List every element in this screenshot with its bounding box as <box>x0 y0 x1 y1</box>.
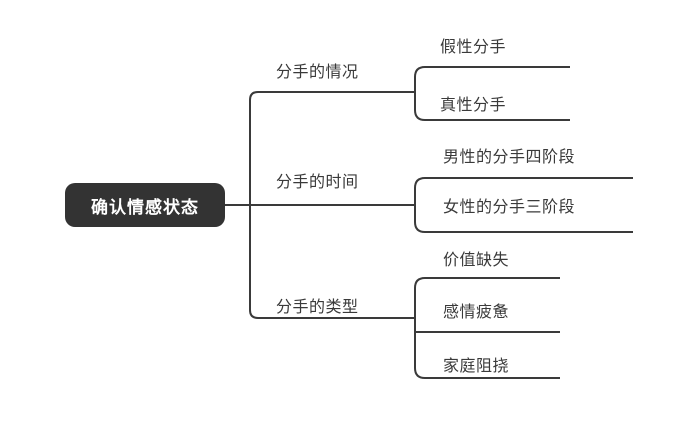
connector-leaf-trunk-2 <box>414 177 432 233</box>
mindmap-leaf-label-2-1: 男性的分手四阶段 <box>443 149 576 166</box>
mindmap-leaf-label-3-1: 价值缺失 <box>443 252 510 269</box>
mindmap-leaf-node-3-1[interactable]: 价值缺失 <box>443 243 509 273</box>
mindmap-branch-label-1: 分手的情况 <box>276 64 359 81</box>
mindmap-branch-node-1[interactable]: 分手的情况 <box>276 55 359 85</box>
mindmap-leaf-label-3-3: 家庭阻挠 <box>443 358 510 375</box>
mindmap-leaf-node-3-2[interactable]: 感情疲惫 <box>443 295 509 325</box>
mindmap-branch-label-3: 分手的类型 <box>276 299 359 316</box>
mindmap-leaf-label-2-2: 女性的分手三阶段 <box>443 199 576 216</box>
mindmap-leaf-node-1-1[interactable]: 假性分手 <box>440 30 506 60</box>
mindmap-branch-label-2: 分手的时间 <box>276 174 359 191</box>
connector-leaf-trunk-3 <box>414 277 432 379</box>
mindmap-leaf-node-1-2[interactable]: 真性分手 <box>440 88 506 118</box>
connector-leaf-trunk-1 <box>414 66 432 121</box>
mindmap-leaf-node-2-1[interactable]: 男性的分手四阶段 <box>443 140 575 170</box>
mindmap-leaf-node-3-3[interactable]: 家庭阻挠 <box>443 349 509 379</box>
mindmap-leaf-node-2-2[interactable]: 女性的分手三阶段 <box>443 190 575 220</box>
mindmap-leaf-label-1-1: 假性分手 <box>440 39 507 56</box>
mindmap-branch-node-2[interactable]: 分手的时间 <box>276 165 359 195</box>
mindmap-branch-node-3[interactable]: 分手的类型 <box>276 290 359 320</box>
mindmap-root-node[interactable]: 确认情感状态 <box>65 183 225 227</box>
mindmap-leaf-label-3-2: 感情疲惫 <box>443 304 510 321</box>
mindmap-root-label: 确认情感状态 <box>91 197 199 217</box>
mindmap-leaf-label-1-2: 真性分手 <box>440 97 507 114</box>
